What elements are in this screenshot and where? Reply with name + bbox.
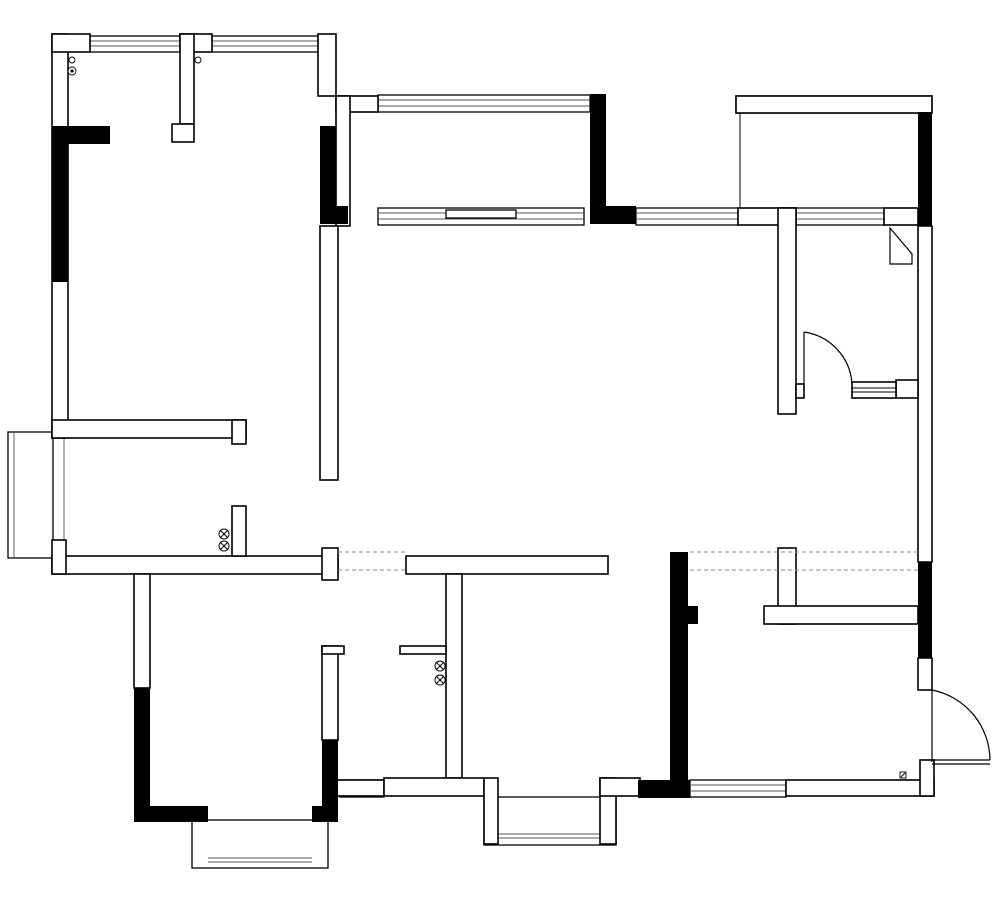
walls	[51, 33, 935, 845]
column-bathroom-foot	[312, 806, 338, 822]
drain-icon	[68, 56, 202, 64]
wall-bedroom-right	[319, 225, 339, 481]
column-top-middle-left	[320, 126, 336, 224]
column-bottom-left-vertical	[134, 688, 150, 822]
doors	[803, 226, 991, 765]
column-top-middle-foot	[320, 206, 348, 224]
column-center-right-nub	[688, 606, 698, 624]
column-top-right	[918, 112, 932, 226]
wall-kitchen-left	[777, 207, 797, 415]
wall-door-jamb	[321, 547, 339, 581]
pipe-riser-icon	[434, 660, 446, 672]
column-right-lower	[918, 562, 932, 658]
sliding-door-panel	[445, 209, 517, 219]
wall-outer-right-lower	[917, 657, 933, 691]
window-upper-right	[635, 207, 739, 226]
wall-bottom-a	[335, 779, 385, 797]
wall-bottom-right	[785, 779, 935, 797]
window-kitchen	[795, 207, 885, 226]
wall-lower-center-horizontal	[405, 555, 609, 575]
wall-top-pier-right	[317, 33, 337, 97]
wall-outer-right	[917, 225, 933, 563]
wall-bathroom-left-cap	[321, 645, 345, 655]
door-entry-arc	[931, 689, 991, 761]
wall-corner-top-left	[51, 33, 91, 53]
wall-bedroom3-left	[445, 573, 463, 779]
wall-kitchen-top-right	[883, 207, 919, 226]
structural-columns	[52, 94, 932, 822]
wall-bedroom2-left	[133, 573, 151, 689]
wall-kitchen-door-jamb	[795, 383, 805, 399]
wall-bottom-c	[599, 777, 641, 797]
wall-bottom-b	[383, 777, 485, 797]
wall-bay-divider	[179, 33, 195, 125]
column-center-right	[670, 552, 688, 798]
window-bottom-center-bay	[483, 796, 617, 846]
column-top-middle-right-foot	[590, 206, 636, 224]
wall-left-balcony-bottom	[51, 539, 67, 575]
column-bottom-center-right	[638, 780, 690, 798]
fixtures	[67, 56, 907, 779]
window-top-left-2	[211, 35, 319, 53]
wall-bedroom-bottom-return	[231, 419, 247, 445]
window-top-left-1	[89, 35, 181, 53]
wall-bathroom-left	[321, 645, 339, 741]
wall-bathroom-shelf	[399, 645, 447, 655]
pipe-riser-icon	[218, 540, 230, 552]
window-left-balcony	[7, 431, 54, 559]
wall-lower-left-horizontal	[51, 555, 339, 575]
corner-cabinet	[889, 226, 913, 265]
door-kitchen-arc	[803, 331, 853, 385]
wall-bay-divider-end	[171, 123, 195, 143]
pipe-riser-icon	[218, 528, 230, 540]
windows	[7, 35, 933, 869]
window-bottom-left-bay	[191, 819, 329, 869]
wall-bedroom-bottom	[51, 419, 247, 439]
dashed-partitions	[338, 551, 918, 571]
wall-entry-jamb	[919, 759, 935, 797]
column-left-vertical	[52, 126, 68, 282]
door-kitchen-threshold	[851, 381, 897, 399]
drain-icon	[67, 66, 77, 76]
wall-bay-left-side	[483, 777, 499, 845]
window-bottom-right	[689, 779, 787, 798]
column-bottom-left-horizontal	[134, 806, 208, 822]
wall-kitchen-bottom	[895, 379, 919, 399]
window-top-middle	[377, 94, 591, 113]
wall-balcony-top	[735, 95, 933, 114]
socket-icon	[899, 771, 907, 779]
pipe-riser-icon	[434, 674, 446, 686]
wall-right-lower-horizontal	[763, 605, 919, 625]
wall-shaft-stub	[231, 505, 247, 557]
column-top-middle-right	[590, 94, 606, 224]
column-bathroom-vertical	[322, 740, 338, 822]
